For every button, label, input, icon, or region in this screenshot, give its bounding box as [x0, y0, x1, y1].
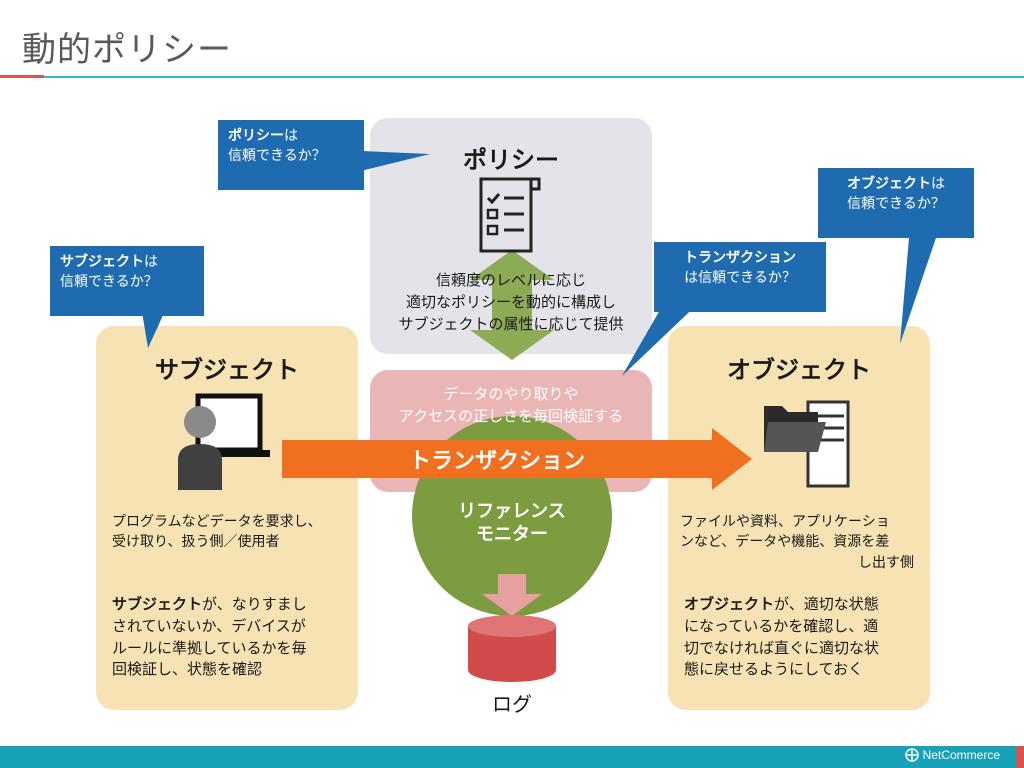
callout-bold: ポリシー — [228, 128, 284, 144]
callout-object-tail — [900, 226, 940, 344]
monitor-label-line: リファレンス — [458, 501, 566, 522]
log-arrow-down — [482, 574, 542, 616]
callout-policy: ポリシーは 信頼できるか？ — [218, 120, 364, 190]
footer-logo: NetCommerce — [904, 748, 1000, 762]
callout-transaction-tail — [622, 296, 706, 376]
subject-note-line: ルールに準拠しているかを毎 — [112, 638, 307, 657]
policy-desc-line: サブジェクトの属性に応じて提供 — [398, 314, 624, 333]
policy-description: 信頼度のレベルに応じ 適切なポリシーを動的に構成し サブジェクトの属性に応じて提… — [370, 270, 652, 335]
callout-text: は — [144, 254, 158, 270]
subject-note: サブジェクトが、なりすまし されていないか、デバイスが ルールに準拠しているかを… — [112, 594, 352, 681]
callout-object: オブジェクトは 信頼できるか？ — [818, 168, 974, 238]
subject-desc-line: 受け取り、扱う側／使用者 — [112, 534, 280, 551]
object-note: オブジェクトが、適切な状態 になっているかを確認し、適 切でなければ直ぐに適切な… — [684, 594, 924, 681]
subject-note-line: が、なりすまし — [202, 595, 307, 613]
subject-note-bold: サブジェクト — [112, 595, 203, 613]
policy-desc-line: 適切なポリシーを動的に構成し — [405, 292, 616, 311]
monitor-desc-line: アクセスの正しさを毎回検証する — [398, 406, 624, 425]
file-cabinet-icon — [764, 400, 850, 488]
monitor-desc-line: データのやり取りや — [443, 385, 579, 403]
subject-desc-line: プログラムなどデータを要求し、 — [112, 514, 322, 530]
object-panel — [668, 326, 930, 710]
object-note-line: になっているかを確認し、適 — [684, 616, 879, 635]
object-note-line: 態に戻せるようにしておく — [684, 660, 864, 679]
callout-text: は — [284, 128, 298, 144]
subject-heading: サブジェクト — [155, 356, 299, 384]
object-note-line: 切でなければ直ぐに適切な状 — [684, 638, 880, 657]
object-note-line: が、適切な状態 — [774, 595, 879, 613]
reference-monitor-label: リファレンス モニター — [412, 500, 612, 547]
object-description: ファイルや資料、アプリケーショ ンなど、データや機能、資源を差 し出す側 — [680, 512, 924, 573]
transaction-label: トランザクション — [408, 449, 585, 474]
subject-description: プログラムなどデータを要求し、 受け取り、扱う側／使用者 — [112, 512, 352, 553]
transaction-arrow — [282, 428, 752, 490]
callout-bold: サブジェクト — [60, 254, 144, 270]
policy-connector — [470, 250, 554, 360]
subject-note-line: 回検証し、状態を確認 — [112, 660, 263, 679]
footer-brand: NetCommerce — [922, 748, 1000, 762]
log-label: ログ — [492, 692, 532, 716]
object-note-bold: オブジェクト — [684, 595, 775, 613]
title-divider — [0, 76, 1024, 78]
callout-text: 信頼できるか？ — [228, 148, 326, 165]
callout-transaction: トランザクション は信頼できるか？ — [654, 242, 826, 312]
object-desc-line: ンなど、データや機能、資源を差 — [680, 534, 890, 551]
callout-text: 信頼できるか？ — [847, 196, 945, 213]
object-desc-line: し出す側 — [858, 554, 914, 571]
log-database-icon — [468, 615, 556, 682]
brand-logo-icon — [904, 748, 919, 762]
callout-bold: トランザクション — [684, 250, 796, 266]
callout-subject: サブジェクトは 信頼できるか？ — [50, 246, 204, 316]
callout-text: は — [931, 176, 945, 192]
footer-accent — [1016, 746, 1024, 768]
footer-bar: NetCommerce — [0, 746, 1024, 768]
monitor-description: データのやり取りや アクセスの正しさを毎回検証する — [370, 384, 652, 428]
object-desc-line: ファイルや資料、アプリケーショ — [680, 514, 890, 530]
policy-heading: ポリシー — [463, 146, 559, 174]
object-heading: オブジェクト — [727, 356, 871, 384]
title-accent — [0, 75, 44, 78]
user-at-monitor-icon — [178, 393, 270, 490]
monitor-label-line: モニター — [476, 524, 548, 546]
subject-note-line: されていないか、デバイスが — [112, 616, 306, 635]
checklist-icon — [479, 177, 541, 253]
callout-text: は信頼できるか？ — [684, 270, 796, 287]
page-title: 動的ポリシー — [22, 30, 232, 70]
subject-panel — [96, 326, 358, 710]
callout-text: 信頼できるか？ — [60, 274, 158, 291]
policy-desc-line: 信頼度のレベルに応じ — [435, 271, 586, 289]
callout-bold: オブジェクト — [847, 176, 931, 192]
